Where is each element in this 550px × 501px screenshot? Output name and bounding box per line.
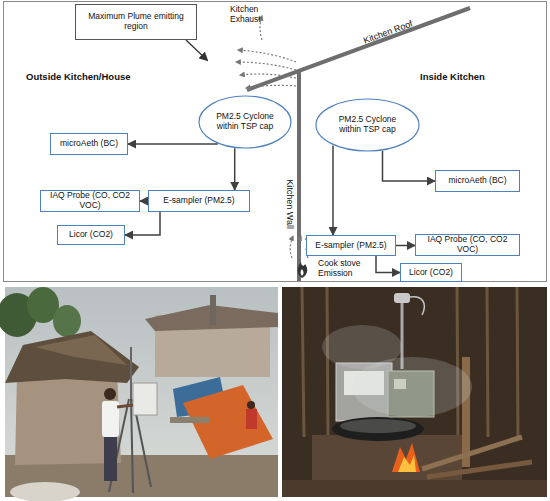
flame-shape xyxy=(298,262,308,278)
instrument-box xyxy=(133,383,157,415)
instrument-box: Licor (CO2) xyxy=(400,263,462,282)
person-shirt xyxy=(102,401,119,437)
plume-box: Maximum Plume emitting region xyxy=(75,4,197,40)
instrument-box: E-sampler (PM2.5) xyxy=(306,235,396,256)
connector-arrow xyxy=(140,200,148,202)
instrument-box: microAeth (BC) xyxy=(435,170,520,192)
emission-arrow xyxy=(298,236,301,258)
flow-label: Cook stove Emission xyxy=(318,259,370,278)
bamboo-wall xyxy=(302,287,518,437)
wok-inner xyxy=(340,419,416,433)
smoke xyxy=(322,325,402,369)
node-text: Licor (CO2) xyxy=(66,230,116,240)
sampler-mast xyxy=(130,347,132,399)
table xyxy=(170,417,210,423)
tree xyxy=(53,305,81,337)
leader-line xyxy=(186,40,207,60)
wall-slat xyxy=(302,287,304,437)
photo-sky xyxy=(5,287,278,497)
connector-arrow xyxy=(125,212,160,235)
node-text: IAQ Probe (CO, CO2 VOC) xyxy=(416,235,519,254)
wall-slat xyxy=(327,287,328,437)
flame-core xyxy=(301,269,304,276)
wall-slat xyxy=(457,287,458,437)
wok xyxy=(332,417,424,441)
node-text: IAQ Probe (CO, CO2 VOC) xyxy=(41,191,139,210)
outdoor-photo xyxy=(0,287,278,501)
photo-background xyxy=(282,287,547,497)
exhaust-flow xyxy=(236,16,296,88)
exhaust-arrow xyxy=(240,74,296,78)
connector-arrow xyxy=(396,245,415,247)
node-text: Licor (CO2) xyxy=(406,268,456,278)
flow-label: Kitchen Exhaust xyxy=(230,5,274,24)
fire xyxy=(392,443,420,472)
instrument-box: IAQ Probe (CO, CO2 VOC) xyxy=(415,234,520,256)
fire xyxy=(398,455,416,472)
node-text: E-sampler (PM2.5) xyxy=(312,241,389,251)
bystander-head xyxy=(247,401,255,409)
exhaust-arrow xyxy=(246,85,296,88)
ellipse-shape xyxy=(316,99,419,151)
instrument-box: Licor (CO2) xyxy=(57,225,125,245)
node-text: microAeth (BC) xyxy=(57,139,121,149)
thatched-roof xyxy=(5,331,139,383)
connector-arrow xyxy=(383,151,436,181)
foreground-object xyxy=(10,482,80,501)
connector-arrow xyxy=(234,148,236,190)
diagram-frame xyxy=(4,2,547,282)
node-text: PM2.5 Cyclone within TSP cap xyxy=(315,115,420,134)
connector-arrow xyxy=(332,145,334,235)
region-heading: Inside Kitchen xyxy=(420,72,530,83)
exhaust-arrow xyxy=(238,50,296,62)
instrument-box: microAeth (BC) xyxy=(50,133,128,155)
node-text: PM2.5 Cyclone within TSP cap xyxy=(198,112,292,131)
instrument-box: IAQ Probe (CO, CO2 VOC) xyxy=(40,190,140,212)
wall-slat xyxy=(487,287,488,437)
kitchen-wall xyxy=(297,70,301,281)
wall-slat xyxy=(517,287,518,437)
connector-arrow xyxy=(376,256,400,273)
node-text: E-sampler (PM2.5) xyxy=(160,196,237,206)
structure-label: Kitchen Wall xyxy=(285,164,295,244)
flame-icon xyxy=(298,262,308,278)
thatched-roof xyxy=(35,335,127,365)
connector-arrow xyxy=(128,143,218,145)
cyclone-cap xyxy=(394,293,410,303)
ellipse-shape xyxy=(199,96,291,148)
person-arm xyxy=(117,405,133,407)
person-legs xyxy=(104,437,117,481)
firewood xyxy=(427,462,532,477)
bystander-body xyxy=(246,409,257,429)
floor xyxy=(282,480,547,497)
node-text: Maximum Plume emitting region xyxy=(76,12,196,31)
person-head xyxy=(104,388,116,400)
instrument-box: E-sampler (PM2.5) xyxy=(148,190,250,212)
emission-arrow xyxy=(290,236,293,258)
region-heading: Outside Kitchen/House xyxy=(26,72,166,83)
tubing xyxy=(410,297,424,315)
cyclone-ellipse: PM2.5 Cyclone within TSP cap xyxy=(315,98,420,152)
pole xyxy=(210,295,216,325)
exhaust-arrow xyxy=(236,62,296,70)
kitchen-photo xyxy=(282,287,547,497)
node-text: microAeth (BC) xyxy=(445,176,509,186)
cyclone-ellipse: PM2.5 Cyclone within TSP cap xyxy=(198,95,292,149)
